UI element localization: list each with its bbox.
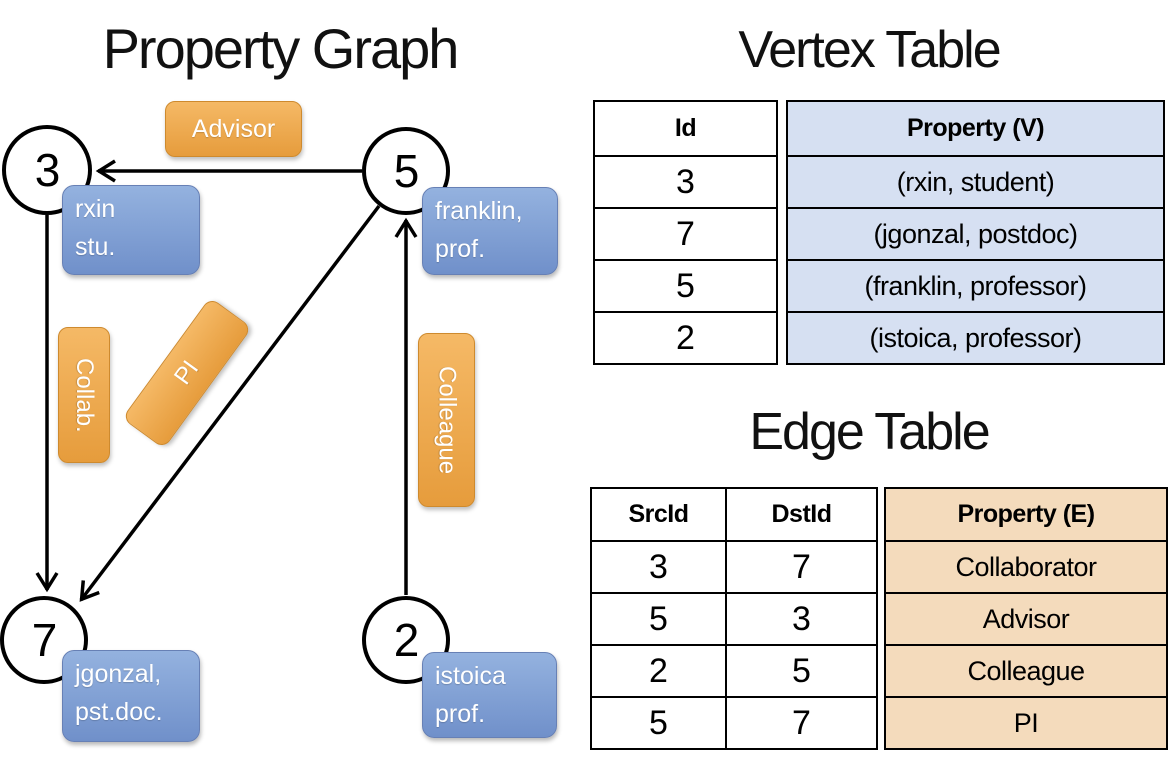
edge-dst-cell: 3: [725, 592, 878, 646]
graph-node-2: 2: [362, 596, 450, 684]
edge-src-cell: 3: [590, 540, 727, 594]
vertex-table-id-column: Id 3 7 5 2: [593, 100, 778, 365]
edge-dst-cell: 7: [725, 540, 878, 594]
property-graph-title: Property Graph: [102, 17, 460, 80]
property-box-line: prof.: [435, 234, 486, 263]
graph-edges-svg: [35, 159, 418, 602]
edge-dstid-header: DstId: [725, 487, 878, 542]
vertex-id-header: Id: [593, 100, 778, 157]
edge-src-cell: 2: [590, 644, 727, 698]
table-row: 3 7: [590, 540, 878, 594]
property-box-line: rxin: [75, 195, 116, 223]
vertex-id-cell: 2: [593, 311, 778, 365]
edge-property-header: Property (E): [884, 487, 1168, 542]
vertex-property-cell: (istoica, professor): [786, 311, 1165, 365]
edge-dst-cell: 7: [725, 696, 878, 750]
table-row: Colleague: [884, 644, 1168, 698]
node-5-id: 5: [393, 145, 420, 197]
edge-dst-cell: 5: [725, 644, 878, 698]
vertex-property-cell: (franklin, professor): [786, 259, 1165, 313]
vertex-id-cell: 3: [593, 155, 778, 209]
vertex-property-box-3: rxin stu.: [62, 185, 200, 275]
vertex-property-cell: (rxin, student): [786, 155, 1165, 209]
table-row: Advisor: [884, 592, 1168, 646]
vertex-table-title: Vertex Table: [738, 21, 1001, 79]
vertex-property-header: Property (V): [786, 100, 1165, 157]
edge-src-cell: 5: [590, 592, 727, 646]
node-3-id: 3: [34, 144, 61, 196]
edge-table: SrcId DstId 3 7 5 3 2 5 5 7 Property (E)…: [590, 487, 1168, 750]
vertex-id-cell: 7: [593, 207, 778, 261]
node-2-id: 2: [393, 614, 420, 666]
vertex-id-cell: 5: [593, 259, 778, 313]
vertex-table-property-column: Property (V) (rxin, student) (jgonzal, p…: [786, 100, 1165, 365]
table-row: Collaborator: [884, 540, 1168, 594]
table-header-row: SrcId DstId: [590, 487, 878, 542]
property-box-line: jgonzal,: [75, 660, 162, 688]
vertex-property-box-2: istoica prof.: [422, 652, 557, 738]
table-row: PI: [884, 696, 1168, 750]
vertex-table: Id 3 7 5 2 Property (V) (rxin, student) …: [593, 100, 1165, 365]
table-row: 5 7: [590, 696, 878, 750]
table-row: (jgonzal, postdoc): [786, 207, 1165, 261]
table-row: 5 3: [590, 592, 878, 646]
property-box-line: pst.doc.: [75, 697, 163, 726]
graph-node-5: 5: [362, 127, 450, 215]
edge-property-cell: PI: [884, 696, 1168, 750]
table-row: 3: [593, 155, 778, 209]
table-header-row: Property (V): [786, 100, 1165, 157]
edge-property-cell: Advisor: [884, 592, 1168, 646]
table-header-row: Id: [593, 100, 778, 157]
property-box-line: prof.: [435, 699, 486, 728]
table-row: 2: [593, 311, 778, 365]
node-7-id: 7: [31, 614, 58, 666]
property-box-line: istoica: [435, 662, 506, 690]
table-row: (franklin, professor): [786, 259, 1165, 313]
edge-table-id-columns: SrcId DstId 3 7 5 3 2 5 5 7: [590, 487, 878, 750]
table-row: 5: [593, 259, 778, 313]
vertex-property-box-5: franklin, prof.: [422, 187, 558, 275]
table-row: 7: [593, 207, 778, 261]
edge-label-colleague: Colleague: [418, 333, 475, 507]
edge-property-cell: Colleague: [884, 644, 1168, 698]
edge-label-collab: Collab.: [58, 327, 110, 463]
edge-table-property-column: Property (E) Collaborator Advisor Collea…: [884, 487, 1168, 750]
edge-property-cell: Collaborator: [884, 540, 1168, 594]
table-header-row: Property (E): [884, 487, 1168, 542]
property-box-line: franklin,: [435, 197, 523, 225]
table-row: (istoica, professor): [786, 311, 1165, 365]
edge-5-to-7-arrow: [79, 204, 381, 602]
edge-src-cell: 5: [590, 696, 727, 750]
vertex-property-cell: (jgonzal, postdoc): [786, 207, 1165, 261]
edge-srcid-header: SrcId: [590, 487, 727, 542]
property-box-line: stu.: [75, 232, 116, 261]
edge-table-title: Edge Table: [749, 403, 990, 461]
edge-label-advisor: Advisor: [165, 101, 302, 157]
table-row: 2 5: [590, 644, 878, 698]
vertex-property-box-7: jgonzal, pst.doc.: [62, 650, 200, 742]
table-row: (rxin, student): [786, 155, 1165, 209]
